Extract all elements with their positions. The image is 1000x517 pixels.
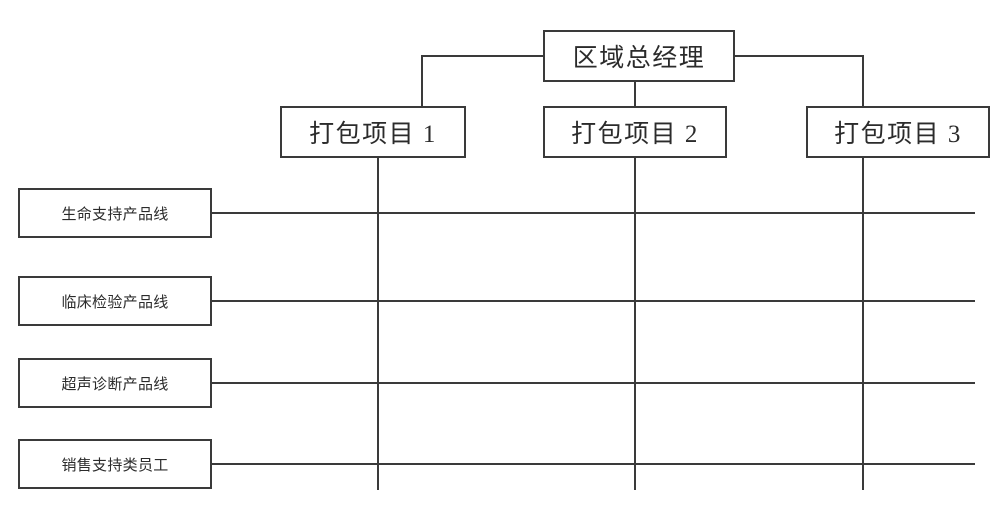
connector-manager-to-project-3-vertical <box>862 55 864 108</box>
node-product-line-1-label: 生命支持产品线 <box>61 206 169 223</box>
rail-vertical-project-1 <box>377 158 379 490</box>
connector-manager-to-project-3-horizontal <box>733 55 864 57</box>
rail-horizontal-product-line-1 <box>211 212 975 214</box>
node-project-1[interactable]: 打包项目 1 <box>280 106 466 158</box>
node-product-line-3-label: 超声诊断产品线 <box>61 376 169 393</box>
node-regional-general-manager-label: 区域总经理 <box>572 45 706 72</box>
node-regional-general-manager[interactable]: 区域总经理 <box>543 30 735 82</box>
node-project-3-label: 打包项目 3 <box>834 121 962 148</box>
rail-horizontal-product-line-2 <box>211 300 975 302</box>
node-project-1-label: 打包项目 1 <box>309 121 437 148</box>
connector-manager-to-project-1-horizontal <box>421 55 545 57</box>
rail-vertical-project-2 <box>634 158 636 490</box>
node-project-3[interactable]: 打包项目 3 <box>806 106 990 158</box>
node-product-line-1[interactable]: 生命支持产品线 <box>18 188 212 238</box>
node-project-2[interactable]: 打包项目 2 <box>543 106 727 158</box>
node-product-line-2[interactable]: 临床检验产品线 <box>18 276 212 326</box>
rail-horizontal-product-line-4 <box>211 463 975 465</box>
node-product-line-3[interactable]: 超声诊断产品线 <box>18 358 212 408</box>
node-project-2-label: 打包项目 2 <box>571 121 699 148</box>
connector-manager-to-project-2-vertical <box>634 80 636 108</box>
connector-manager-to-project-1-vertical <box>421 55 423 108</box>
rail-vertical-project-3 <box>862 158 864 490</box>
node-product-line-2-label: 临床检验产品线 <box>61 294 169 311</box>
node-product-line-4[interactable]: 销售支持类员工 <box>18 439 212 489</box>
rail-horizontal-product-line-3 <box>211 382 975 384</box>
node-product-line-4-label: 销售支持类员工 <box>61 457 169 474</box>
